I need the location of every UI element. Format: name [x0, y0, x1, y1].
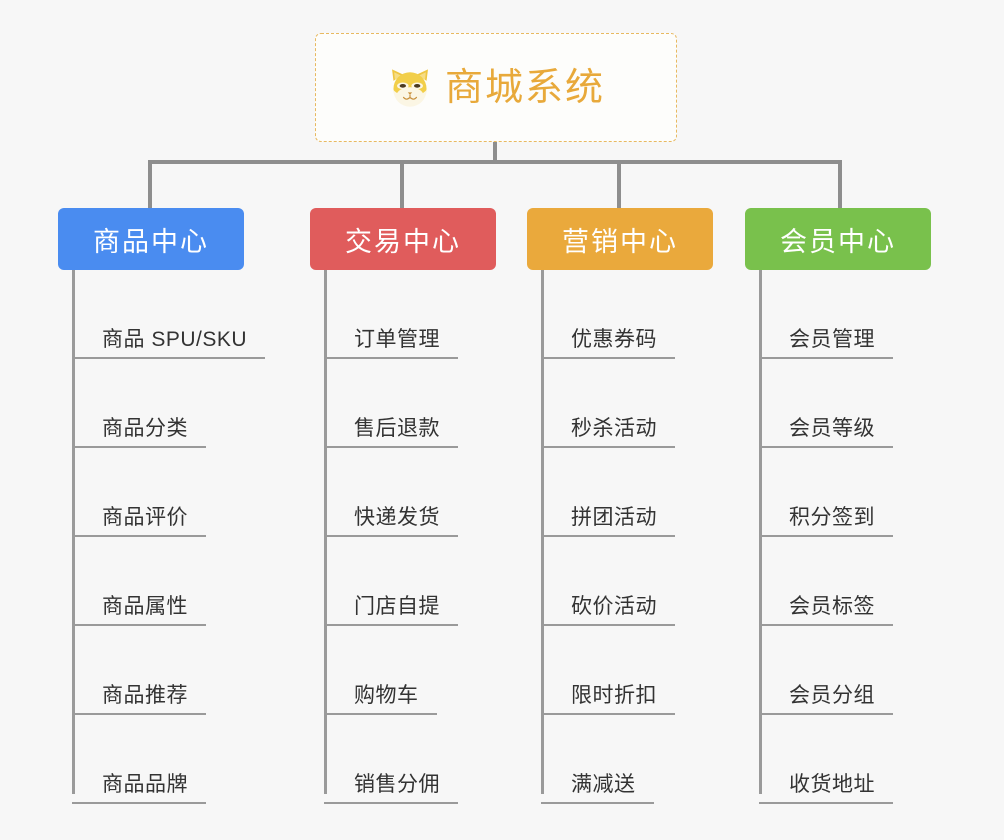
subitem-label: 积分签到	[789, 505, 875, 529]
connector-root-stem	[493, 142, 497, 164]
list-item[interactable]: 收货地址	[745, 715, 931, 804]
list-item[interactable]: 商品推荐	[58, 626, 265, 715]
column-product-center: 商品中心 商品 SPU/SKU 商品分类 商品评价 商品属性 商品推荐 商品品牌	[58, 208, 266, 804]
subitem-label: 商品品牌	[102, 772, 188, 796]
list-item[interactable]: 商品品牌	[58, 715, 265, 804]
list-item[interactable]: 秒杀活动	[527, 359, 713, 448]
connector-drop-product-center	[148, 160, 152, 208]
category-title: 会员中心	[780, 226, 896, 257]
subitem-label: 商品推荐	[102, 683, 188, 707]
list-item[interactable]: 商品 SPU/SKU	[58, 270, 266, 359]
shiba-dog-icon	[387, 65, 433, 111]
list-item[interactable]: 会员分组	[745, 626, 931, 715]
list-item[interactable]: 优惠券码	[527, 270, 713, 359]
subitem-label: 会员管理	[789, 327, 875, 351]
category-header-product-center[interactable]: 商品中心	[58, 208, 244, 270]
subitem-label: 销售分佣	[354, 772, 440, 796]
connector-drop-trade-center	[400, 160, 404, 208]
subitem-label: 售后退款	[354, 416, 440, 440]
subitem-label: 商品评价	[102, 505, 188, 529]
subitem-label: 购物车	[354, 683, 419, 707]
list-item[interactable]: 拼团活动	[527, 448, 713, 537]
subitem-label: 优惠券码	[571, 327, 657, 351]
subitem-label: 门店自提	[354, 594, 440, 618]
list-item[interactable]: 满减送	[527, 715, 713, 804]
list-item[interactable]: 商品属性	[58, 537, 265, 626]
subitem-label: 商品分类	[102, 416, 188, 440]
subitem-label: 秒杀活动	[571, 416, 657, 440]
category-title: 营销中心	[562, 226, 678, 257]
list-item[interactable]: 商品评价	[58, 448, 265, 537]
column-spine	[324, 270, 327, 794]
column-trade-center: 交易中心 订单管理 售后退款 快递发货 门店自提 购物车 销售分佣	[310, 208, 496, 804]
subitem-label: 限时折扣	[571, 683, 657, 707]
list-item[interactable]: 会员等级	[745, 359, 931, 448]
root-node-shop-system[interactable]: 商城系统	[315, 33, 677, 142]
subitem-label: 砍价活动	[571, 594, 657, 618]
subitem-label: 商品 SPU/SKU	[102, 327, 248, 351]
subitem-label: 收货地址	[789, 772, 875, 796]
category-title: 商品中心	[93, 226, 209, 257]
list-item[interactable]: 门店自提	[310, 537, 496, 626]
subitem-label: 订单管理	[354, 327, 440, 351]
connector-horizontal-bus	[148, 160, 842, 164]
connector-drop-marketing-center	[617, 160, 621, 208]
list-item[interactable]: 销售分佣	[310, 715, 496, 804]
connector-drop-member-center	[838, 160, 842, 208]
list-item[interactable]: 订单管理	[310, 270, 496, 359]
subitem-label: 快递发货	[354, 505, 440, 529]
list-item[interactable]: 会员标签	[745, 537, 931, 626]
list-item[interactable]: 砍价活动	[527, 537, 713, 626]
list-item[interactable]: 限时折扣	[527, 626, 713, 715]
subitem-label: 会员等级	[789, 416, 875, 440]
subitem-list: 会员管理 会员等级 积分签到 会员标签 会员分组 收货地址	[745, 270, 931, 804]
subitem-label: 商品属性	[102, 594, 188, 618]
category-header-marketing-center[interactable]: 营销中心	[527, 208, 713, 270]
list-item[interactable]: 购物车	[310, 626, 496, 715]
subitem-list: 订单管理 售后退款 快递发货 门店自提 购物车 销售分佣	[310, 270, 496, 804]
list-item[interactable]: 商品分类	[58, 359, 265, 448]
subitem-label: 会员标签	[789, 594, 875, 618]
category-title: 交易中心	[345, 226, 461, 257]
subitem-list: 优惠券码 秒杀活动 拼团活动 砍价活动 限时折扣 满减送	[527, 270, 713, 804]
column-spine	[72, 270, 75, 794]
column-marketing-center: 营销中心 优惠券码 秒杀活动 拼团活动 砍价活动 限时折扣 满减送	[527, 208, 713, 804]
list-item[interactable]: 会员管理	[745, 270, 931, 359]
column-spine	[759, 270, 762, 794]
subitem-list: 商品 SPU/SKU 商品分类 商品评价 商品属性 商品推荐 商品品牌	[58, 270, 266, 804]
category-header-trade-center[interactable]: 交易中心	[310, 208, 496, 270]
column-spine	[541, 270, 544, 794]
list-item[interactable]: 快递发货	[310, 448, 496, 537]
subitem-label: 会员分组	[789, 683, 875, 707]
subitem-label: 满减送	[571, 772, 636, 796]
column-member-center: 会员中心 会员管理 会员等级 积分签到 会员标签 会员分组 收货地址	[745, 208, 931, 804]
list-item[interactable]: 售后退款	[310, 359, 496, 448]
subitem-label: 拼团活动	[571, 505, 657, 529]
root-title: 商城系统	[444, 66, 605, 109]
category-header-member-center[interactable]: 会员中心	[745, 208, 931, 270]
list-item[interactable]: 积分签到	[745, 448, 931, 537]
